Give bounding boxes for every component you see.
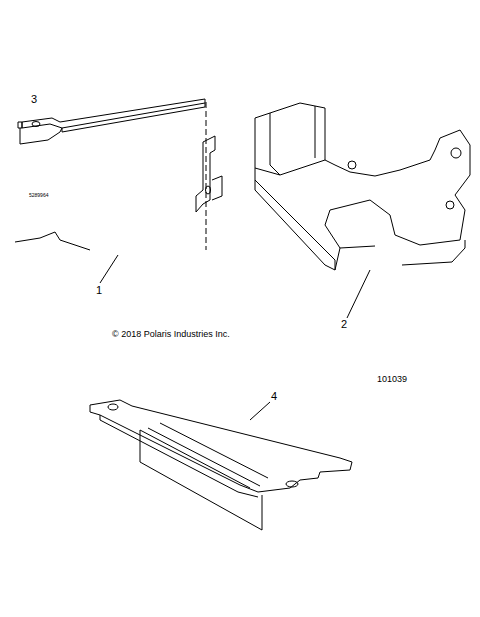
callout-number: 1 <box>96 285 102 296</box>
skid-plate-part-4 <box>90 400 352 530</box>
guard-part-2 <box>255 103 470 318</box>
bar-part-1 <box>15 99 222 283</box>
callout-number: 3 <box>31 94 37 105</box>
figure-number: 101039 <box>377 375 407 384</box>
callout-number: 4 <box>271 391 277 402</box>
callout-number: 2 <box>341 319 347 330</box>
part-number-note: 5289964 <box>29 193 48 198</box>
copyright-note: © 2018 Polaris Industries Inc. <box>112 330 230 339</box>
